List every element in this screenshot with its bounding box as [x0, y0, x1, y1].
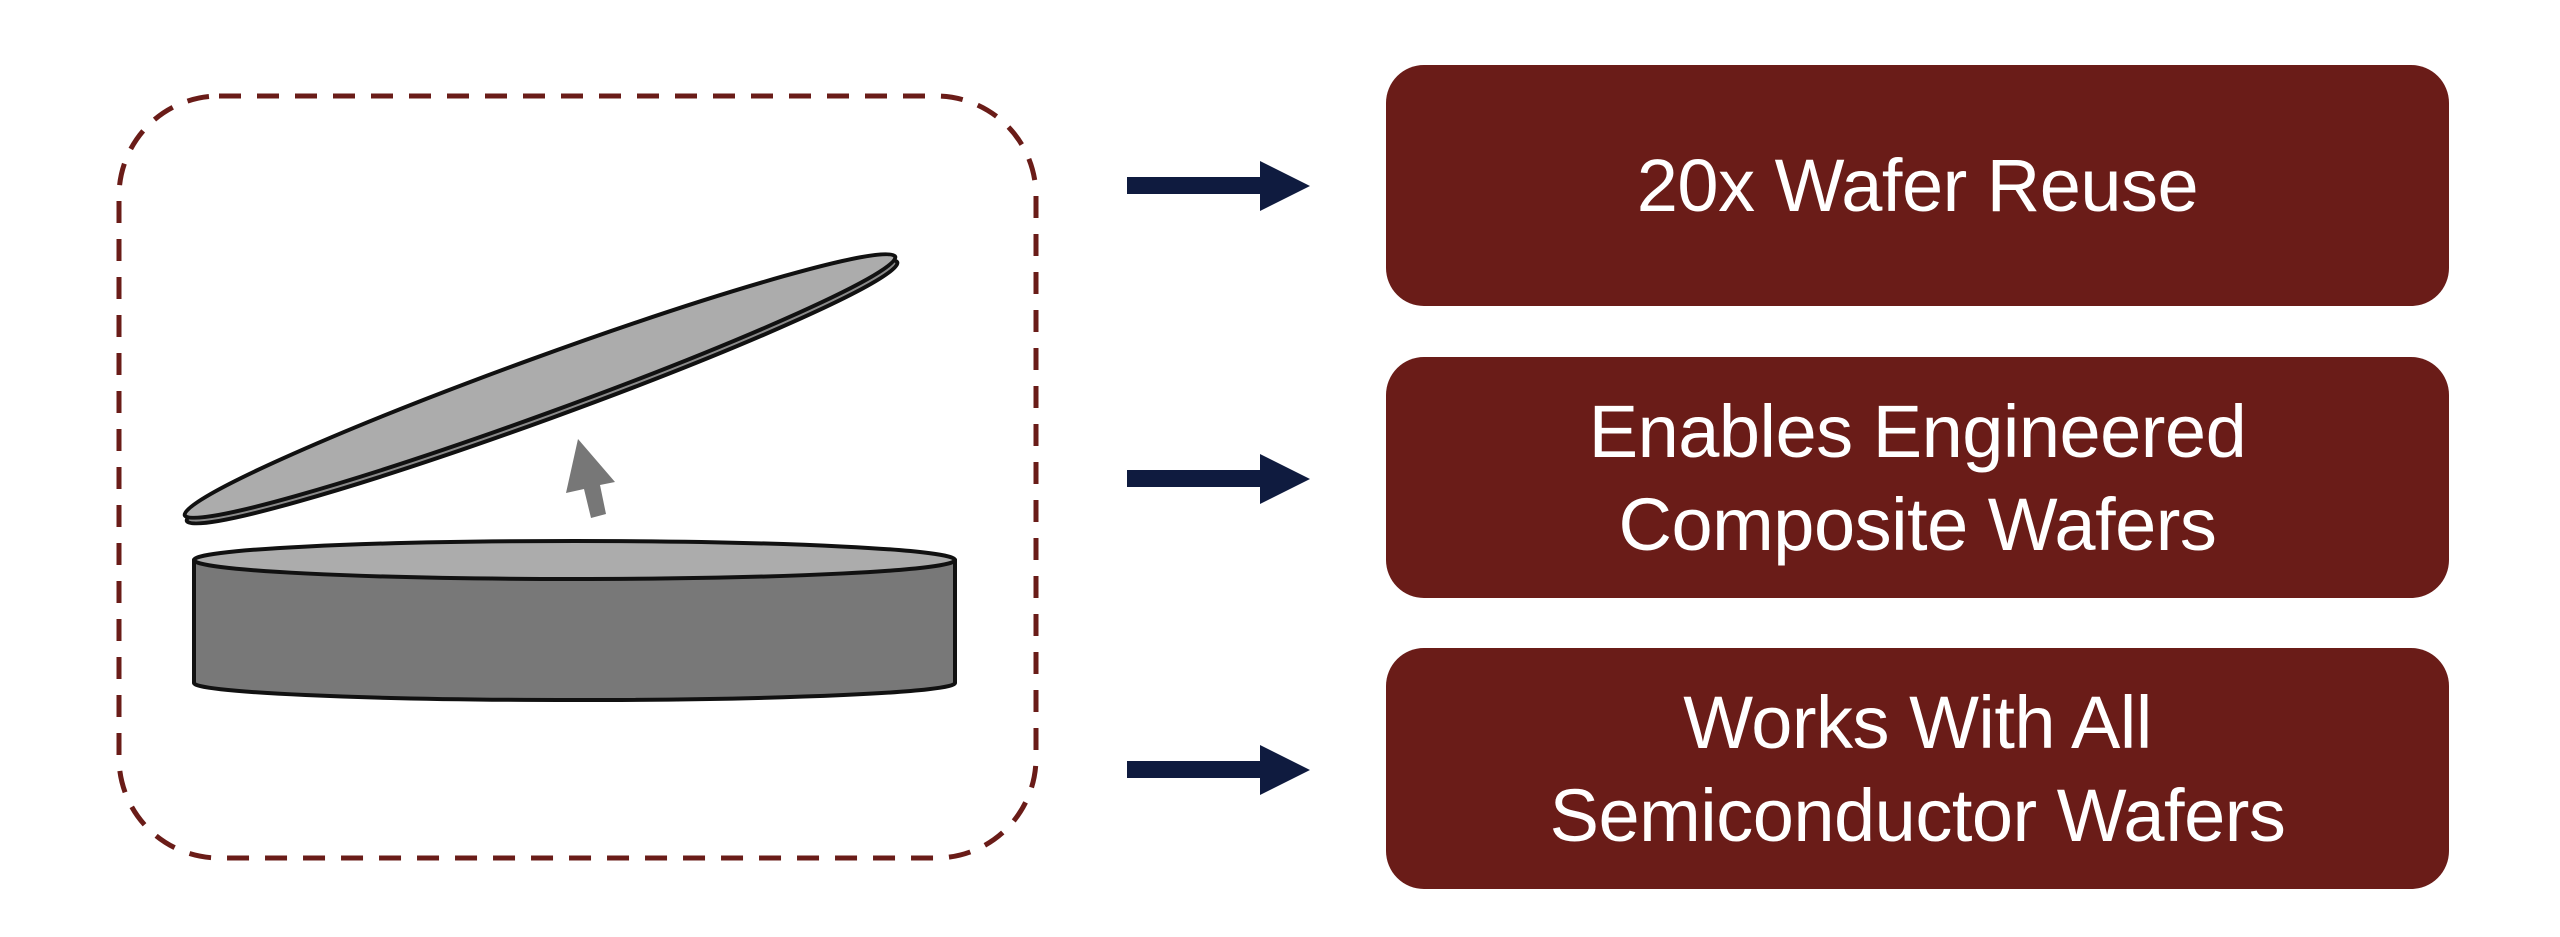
lifted-thin-layer — [182, 252, 900, 526]
lifted-layer-top — [182, 252, 898, 520]
connector-arrow-2 — [1127, 454, 1310, 504]
arrow-2-shaft — [1127, 470, 1262, 487]
arrow-2-head — [1260, 454, 1310, 504]
benefit-box-composite-wafers: Enables Engineered Composite Wafers — [1386, 357, 2449, 598]
benefit-text: Enables Engineered Composite Wafers — [1589, 385, 2247, 571]
benefit-line: Works With All — [1683, 680, 2152, 764]
arrow-3-head — [1260, 745, 1310, 795]
connector-arrow-1 — [1127, 161, 1310, 211]
benefit-text: 20x Wafer Reuse — [1636, 139, 2199, 232]
benefit-box-all-semiconductors: Works With All Semiconductor Wafers — [1386, 648, 2449, 889]
dashed-frame — [116, 93, 1039, 861]
benefit-line: Semiconductor Wafers — [1549, 773, 2286, 857]
arrow-1-head — [1260, 161, 1310, 211]
benefit-line: 20x Wafer Reuse — [1636, 144, 2199, 227]
arrow-1-shaft — [1127, 177, 1262, 194]
connector-arrow-3 — [1127, 745, 1310, 795]
lift-arrow-icon — [566, 439, 615, 518]
benefit-box-wafer-reuse: 20x Wafer Reuse — [1386, 65, 2449, 306]
donor-wafer-top — [192, 539, 957, 581]
benefit-line: Composite Wafers — [1618, 482, 2217, 566]
donor-wafer-side — [192, 558, 957, 703]
benefit-line: Enables Engineered — [1588, 389, 2247, 473]
arrow-3-shaft — [1127, 761, 1262, 778]
donor-wafer — [192, 539, 957, 703]
benefit-text: Works With All Semiconductor Wafers — [1550, 676, 2286, 862]
